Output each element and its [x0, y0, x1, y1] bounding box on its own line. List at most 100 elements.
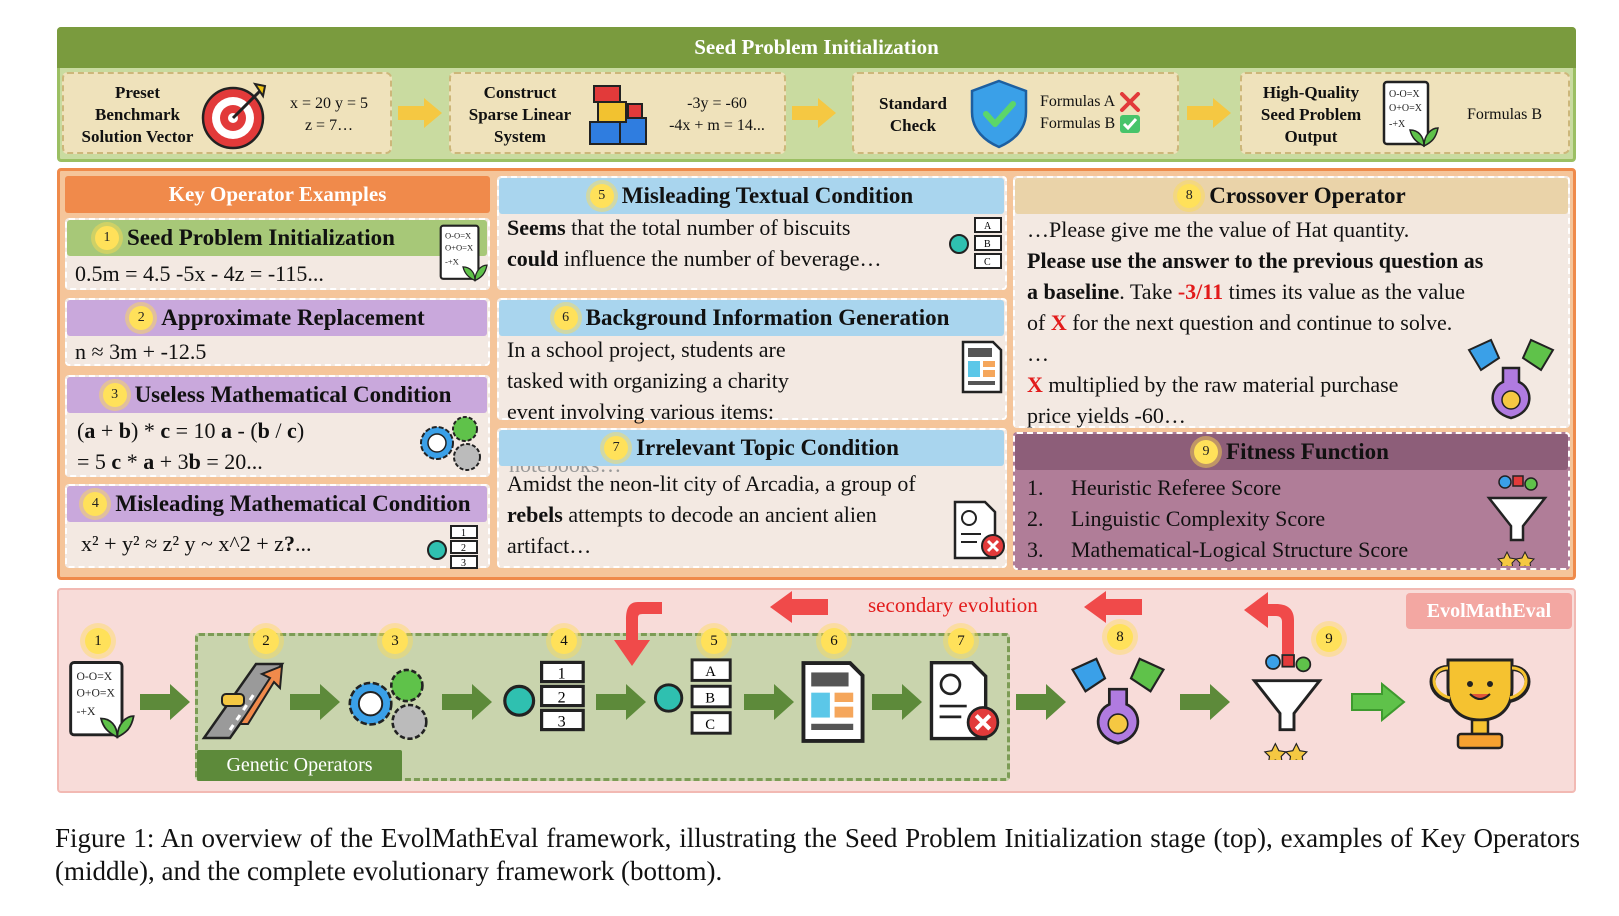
operator-example: n ≈ 3m + -12.5 — [75, 339, 207, 364]
seed-step-example: Formulas B — [1466, 106, 1543, 123]
svg-text:O-O=X: O-O=X — [1389, 89, 1420, 100]
seed-stage-title: Seed Problem Initialization — [57, 27, 1576, 68]
fitness-score-list: 1.Heuristic Referee Score 2.Linguistic C… — [1027, 472, 1487, 565]
svg-text:3: 3 — [558, 713, 566, 730]
svg-text:-+X: -+X — [77, 705, 96, 718]
seed-step-label: High-Quality Seed Problem Output — [1260, 83, 1362, 146]
feedback-arrow-icon — [770, 591, 828, 623]
funnel-icon — [1486, 475, 1548, 566]
svg-text:O+O=X: O+O=X — [445, 243, 474, 253]
operator-title: 8 Crossover Operator — [1015, 178, 1568, 214]
svg-text:2: 2 — [558, 689, 566, 706]
funnel-icon — [1251, 654, 1323, 760]
secondary-evolution-label: secondary evolution — [868, 593, 1038, 617]
seed-step-label: Preset Benchmark Solution Vector — [81, 83, 194, 146]
svg-text:A: A — [984, 221, 992, 232]
step-number-badge: 2 — [253, 628, 279, 654]
numbered-list-icon: 1 2 3 — [503, 660, 585, 732]
svg-text:C: C — [984, 257, 991, 268]
operator-title: 7 Irrelevant Topic Condition — [499, 430, 1004, 466]
step-number-badge: 8 — [1107, 624, 1133, 650]
flow-arrow-icon — [596, 684, 646, 720]
step-number-badge: 1 — [85, 628, 111, 654]
svg-text:2: 2 — [461, 543, 466, 554]
operator-example: 0.5m = 4.5 -5x - 4z = -115... — [75, 261, 324, 286]
rejected-doc-icon — [953, 500, 1005, 560]
curved-up-arrow-icon — [1244, 592, 1294, 654]
step-number-badge: 5 — [701, 628, 727, 654]
operator-title: 3 Useless Mathematical Condition — [67, 377, 487, 413]
step-number-badge: 9 — [1194, 440, 1219, 464]
operator-example: x² + y² ≈ z² y ~ x^2 + z?... — [81, 531, 312, 556]
flow-arrow-icon — [140, 684, 190, 720]
flow-arrow-icon — [1180, 684, 1230, 720]
arrow-right-icon — [1187, 98, 1231, 128]
figure-caption: Figure 1: An overview of the EvolMathEva… — [55, 823, 1580, 886]
operator-card-misleading-text: 5 Misleading Textual Condition Seems tha… — [497, 176, 1007, 290]
layout-doc-icon — [801, 661, 865, 743]
operator-card-useless-condition: 3 Useless Mathematical Condition (a + b)… — [65, 375, 490, 477]
operator-title: 5 Misleading Textual Condition — [499, 178, 1004, 214]
curved-down-arrow-icon — [614, 602, 662, 666]
formula-sheet-icon: O-O=X O+O=X -+X — [1382, 80, 1439, 148]
layout-doc-icon — [961, 340, 1003, 394]
svg-text:C: C — [705, 717, 715, 733]
svg-text:-+X: -+X — [1389, 119, 1406, 130]
gears-icon — [348, 668, 428, 741]
step-number-badge: 9 — [1316, 626, 1342, 652]
svg-text:O-O=X: O-O=X — [77, 670, 113, 683]
operator-card-fitness: 9 Fitness Function 1.Heuristic Referee S… — [1013, 432, 1570, 570]
operator-title: 6 Background Information Generation — [499, 300, 1004, 336]
flow-arrow-icon — [290, 684, 340, 720]
svg-text:3: 3 — [461, 558, 466, 569]
cross-mark-icon — [1120, 92, 1141, 112]
operator-example: Seems that the total number of biscuits … — [507, 215, 882, 271]
operator-example: …Please give me the value of Hat quantit… — [1027, 217, 1484, 428]
check-box-icon — [1120, 115, 1141, 133]
svg-text:B: B — [984, 239, 991, 250]
abc-list-icon: ABC — [949, 217, 1002, 269]
seed-step-sparse-system: Construct Sparse Linear System -3y = -60… — [449, 72, 786, 154]
seed-step-preset-vector: Preset Benchmark Solution Vector x = 20 … — [62, 72, 392, 154]
target-icon — [201, 82, 267, 150]
flow-arrow-icon — [872, 684, 922, 720]
step-number-badge: 2 — [129, 306, 154, 330]
blocks-icon — [589, 85, 647, 145]
key-operators-title: Key Operator Examples — [65, 176, 490, 213]
seed-step-standard-check: Standard Check Formulas A Formulas B — [852, 72, 1179, 154]
operator-card-seed-init: 1 Seed Problem Initialization 0.5m = 4.5… — [65, 218, 490, 290]
final-flow-arrow-icon — [1351, 682, 1406, 722]
seed-step-output: High-Quality Seed Problem Output O-O=X O… — [1240, 72, 1570, 154]
gears-icon — [420, 416, 481, 471]
operator-example: In a school project, students are tasked… — [507, 337, 789, 424]
svg-text:1: 1 — [558, 665, 566, 682]
operator-title: 9 Fitness Function — [1015, 434, 1568, 470]
operator-card-misleading-math: 4 Misleading Mathematical Condition x² +… — [65, 484, 490, 569]
operator-card-background-info: 6 Background Information Generation In a… — [497, 298, 1007, 424]
operator-title: 1 Seed Problem Initialization — [67, 220, 487, 256]
list-item: 2.Linguistic Complexity Score — [1027, 506, 1326, 531]
feedback-arrow-icon — [1084, 591, 1142, 623]
step-number-badge: 4 — [551, 628, 577, 654]
shield-check-icon — [970, 79, 1028, 149]
abc-list-icon: ABC — [653, 658, 732, 735]
flasks-icon — [1467, 338, 1555, 420]
operator-card-approx-replacement: 2 Approximate Replacement n ≈ 3m + -12.5 — [65, 298, 490, 366]
step-number-badge: 6 — [553, 306, 578, 330]
seed-step-example: x = 20 y = 5 z = 7… — [289, 95, 369, 134]
flasks-icon — [1070, 657, 1166, 745]
list-item: 3.Mathematical-Logical Structure Score — [1027, 537, 1409, 562]
genetic-operators-label: Genetic Operators — [197, 750, 402, 781]
formula-sheet-icon: O-O=X O+O=X -+X — [69, 661, 135, 739]
trophy-icon — [1429, 658, 1531, 750]
evolmatheval-tag: EvolMathEval — [1406, 593, 1572, 629]
step-number-badge: 5 — [589, 184, 614, 208]
arrow-right-icon — [792, 98, 836, 128]
list-item: 1.Heuristic Referee Score — [1027, 475, 1282, 500]
operator-title: 2 Approximate Replacement — [67, 300, 487, 336]
seed-step-example: Formulas A Formulas B — [1040, 91, 1176, 141]
flow-arrow-icon — [442, 684, 492, 720]
numbered-list-icon: 123 — [427, 525, 478, 569]
svg-text:O+O=X: O+O=X — [77, 686, 116, 699]
operator-card-crossover: 8 Crossover Operator …Please give me the… — [1013, 176, 1570, 428]
